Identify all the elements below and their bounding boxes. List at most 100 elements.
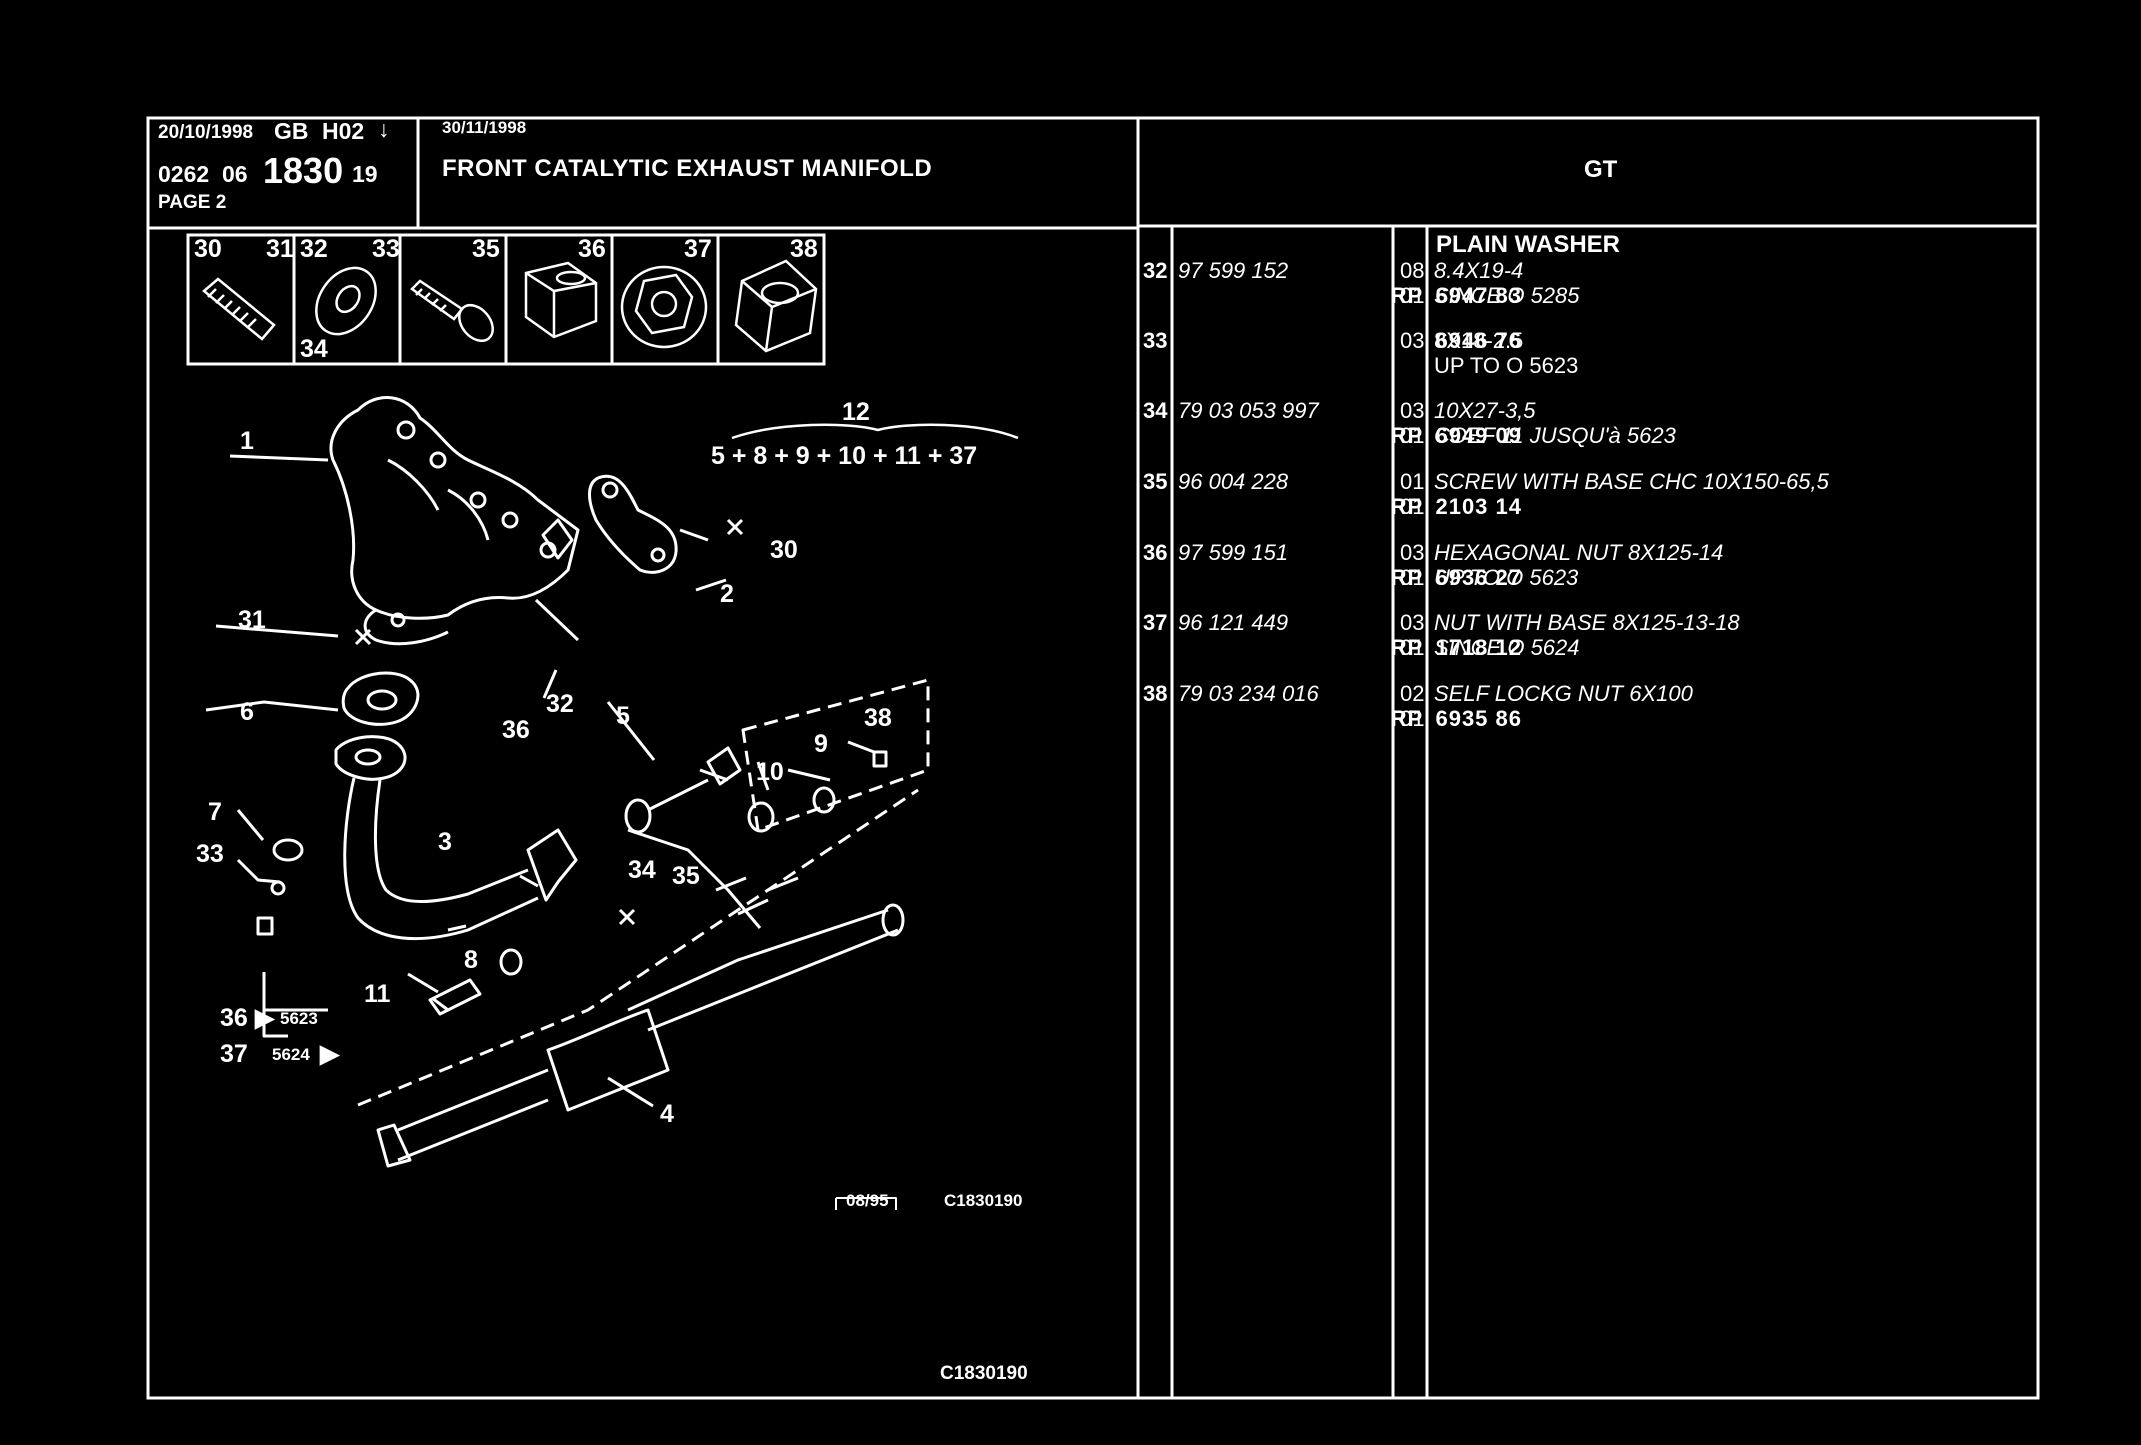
date-box: 08/95 <box>846 1191 889 1210</box>
stud-icon <box>202 277 276 341</box>
qty-2: 01 <box>1400 706 1425 731</box>
desc-1: 10X27-3,5 <box>1434 398 1536 423</box>
qty-1: 01 <box>1400 469 1425 494</box>
thumb-num: 30 <box>194 235 222 263</box>
part-ref: 36 <box>1143 540 1168 565</box>
thumb-num: 38 <box>790 235 818 263</box>
header-ref-b: 06 <box>222 161 248 187</box>
rp-prefix: RP <box>1390 565 1424 590</box>
desc-2: UP TO O 5623 <box>1434 353 1579 378</box>
note-36-code: 5623 <box>280 1009 318 1028</box>
part-number: 79 03 234 016 <box>1178 681 1319 706</box>
thumb-num: 33 <box>372 235 400 263</box>
model-label: GT <box>1584 156 1618 183</box>
rp-number: RP 1718 12 <box>1248 635 1522 661</box>
diagram-code: C1830190 <box>944 1191 1022 1210</box>
diagram-label: 10 <box>756 758 784 786</box>
diagram-label: 5 <box>616 702 630 730</box>
part-row: 36 97 599 151 RP 6936 27 03 01 HEXAGONAL… <box>1140 540 2040 610</box>
manifold-drawing <box>329 396 580 646</box>
rp-prefix: RP <box>1390 283 1424 308</box>
diagram-label: 32 <box>546 690 574 718</box>
desc-1: SELF LOCKG NUT 6X100 <box>1434 681 1693 706</box>
header-date: 20/10/1998 <box>158 122 254 143</box>
down-arrow-icon: ↓ <box>378 116 390 142</box>
desc-1: SCREW WITH BASE CHC 10X150-65,5 <box>1434 469 1829 494</box>
note-37-code: 5624 <box>272 1045 310 1064</box>
diagram-label: 38 <box>864 704 892 732</box>
qty-1: 03 <box>1400 398 1425 423</box>
part-number: 97 599 151 <box>1178 540 1289 565</box>
thumb-num: 36 <box>578 235 606 263</box>
header-code: H02 <box>322 118 365 144</box>
part-row: 37 96 121 449 RP 1718 12 03 01 NUT WITH … <box>1140 610 2040 680</box>
fastener-thumbnails: 30 31 32 33 34 35 36 37 38 <box>186 233 826 366</box>
diagram-label: 33 <box>196 840 224 868</box>
rp-number: RP 6949 09 <box>1248 423 1522 449</box>
part-group-name: PLAIN WASHER <box>1436 231 1621 258</box>
header-ref-main: 1830 <box>263 150 344 191</box>
thumb-num: 31 <box>266 235 294 263</box>
part-number: 96 121 449 <box>1178 610 1289 635</box>
desc-1: NUT WITH BASE 8X125-13-18 <box>1434 610 1740 635</box>
desc-1: 8.4X19-4 <box>1434 258 1524 283</box>
diagram-label: 2 <box>720 580 734 608</box>
rp-number: 6946 76 <box>1248 328 1522 354</box>
part-row: 38 79 03 234 016 RP 6935 86 02 01 SELF L… <box>1140 681 2040 751</box>
qty-1: 08 <box>1400 258 1425 283</box>
thumb-num: 34 <box>300 335 328 363</box>
header-ref-c: 19 <box>352 161 378 187</box>
part-number: 96 004 228 <box>1178 469 1289 494</box>
note-36: 36 <box>220 1004 248 1032</box>
qty-1: 02 <box>1400 681 1425 706</box>
thumb-num: 37 <box>684 235 712 263</box>
diagram-label: 31 <box>238 606 266 634</box>
rp-value: 6946 76 <box>1435 328 1522 353</box>
silencer-drawing <box>376 903 905 1168</box>
part-ref: 38 <box>1143 681 1168 706</box>
rp-number: RP 6935 86 <box>1248 706 1522 732</box>
rp-prefix: RP <box>1390 423 1424 448</box>
qty-2: 01 <box>1400 635 1425 660</box>
hex-nut-icon <box>524 261 598 339</box>
part-ref: 33 <box>1143 328 1168 353</box>
exploded-diagram: 1 2 3 4 5 6 7 8 9 10 11 30 31 32 33 34 3… <box>196 396 1022 1210</box>
qty-2: 01 <box>1400 283 1425 308</box>
qty-2: 01 <box>1400 423 1425 448</box>
part-ref: 35 <box>1143 469 1168 494</box>
diagram-label: 4 <box>660 1100 674 1128</box>
part-row: 35 96 004 228 RP 2103 14 01 01 SCREW WIT… <box>1140 469 2040 539</box>
part-number: 97 599 152 <box>1178 258 1289 283</box>
bottom-code: C1830190 <box>940 1363 1028 1384</box>
diagram-label: 35 <box>672 862 700 890</box>
right-triangle-icon: ▶ <box>319 1040 341 1068</box>
part-row: 34 79 03 053 997 RP 6949 09 03 01 10X27-… <box>1140 398 2040 468</box>
desc-1: HEXAGONAL NUT 8X125-14 <box>1434 540 1724 565</box>
header-lang: GB <box>274 118 309 144</box>
group-number: 12 <box>842 398 870 426</box>
group-formula: 5 + 8 + 9 + 10 + 11 + 37 <box>711 442 977 470</box>
desc-1: 8X18-2.5 <box>1434 328 1524 353</box>
rp-value: 1718 12 <box>1435 635 1522 660</box>
qty-1: 03 <box>1400 540 1425 565</box>
rp-number: RP 6936 27 <box>1248 565 1522 591</box>
desc-2: UP TO O 5623 <box>1434 565 1579 590</box>
diagram-label: 1 <box>240 427 254 455</box>
washer-icon <box>315 266 377 336</box>
lock-nut-icon <box>734 259 818 353</box>
diagram-label: 7 <box>208 798 222 826</box>
qty-1: 03 <box>1400 328 1425 353</box>
qty-1: 03 <box>1400 610 1425 635</box>
note-37: 37 <box>220 1040 248 1068</box>
rp-prefix: RP <box>1390 706 1424 731</box>
part-ref: 37 <box>1143 610 1168 635</box>
part-ref: 32 <box>1143 258 1168 283</box>
flange-nut-icon <box>620 265 708 349</box>
diagram-label: 9 <box>814 730 828 758</box>
diagram-label: 11 <box>364 980 391 1008</box>
rp-prefix: RP <box>1390 494 1424 519</box>
rp-value: 6935 86 <box>1435 706 1522 731</box>
part-row: 33 6946 76 03 8X18-2.5 UP TO O 5623 <box>1140 328 2040 398</box>
diagram-label: 8 <box>464 946 478 974</box>
